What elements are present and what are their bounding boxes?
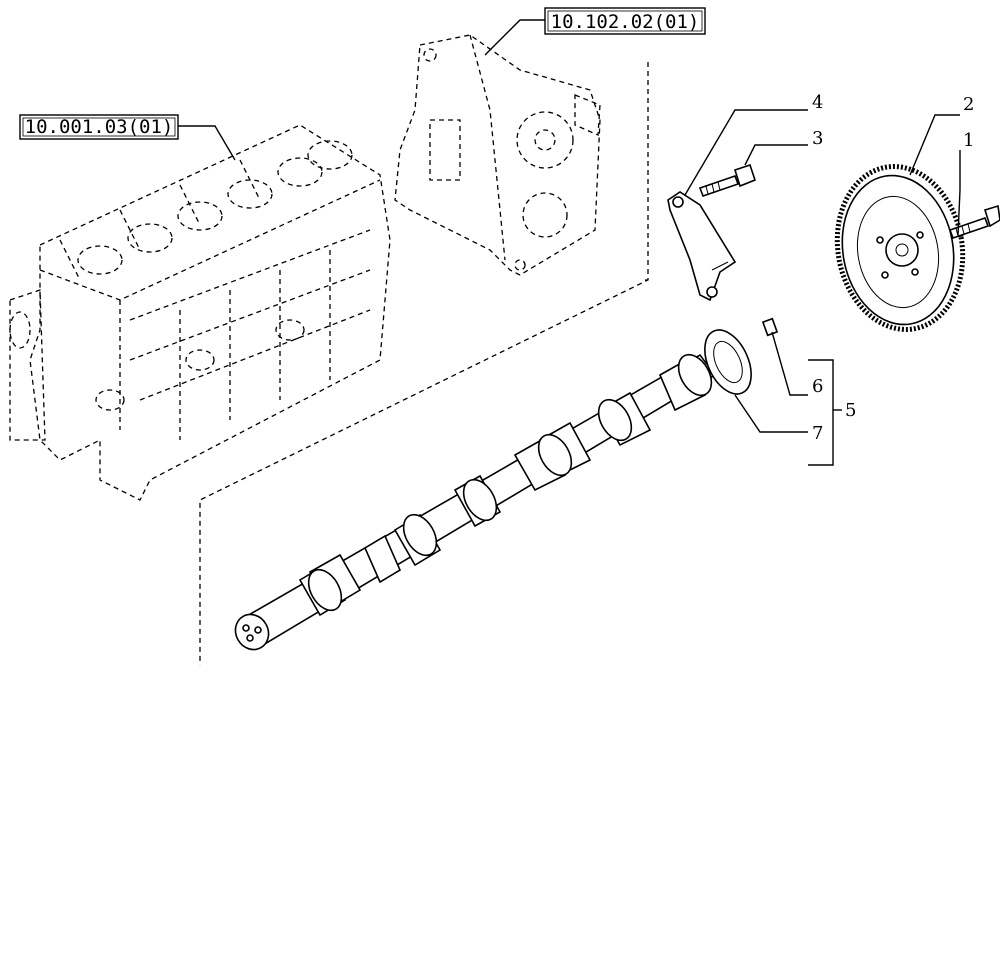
camshaft-end-face	[234, 613, 270, 651]
bolt-1-part	[948, 204, 1000, 240]
timing-cover-reference-label: 10.102.02(01)	[551, 11, 700, 33]
callout-3-leader	[744, 144, 808, 166]
callout-4-leader	[684, 109, 808, 196]
callout-6-label: 6	[812, 376, 823, 397]
camshaft-gear-part	[834, 164, 966, 332]
engine-block-reference-label: 10.001.03(01)	[25, 116, 174, 138]
callout-5-label: 5	[845, 400, 856, 421]
bolt-3-part	[698, 163, 756, 198]
callout-1-leader	[957, 150, 961, 236]
callout-2-label: 2	[963, 94, 974, 115]
engine-block-leader-line	[178, 125, 236, 161]
callout-6-leader	[771, 331, 808, 396]
callout-7-label: 7	[812, 423, 823, 444]
timing-cover-leader-line	[484, 19, 545, 56]
callout-1-label: 1	[963, 130, 974, 151]
camshaft-part	[234, 353, 717, 651]
engine-block-reference-drawing	[9, 124, 391, 501]
assembly-boundary-line	[199, 62, 649, 665]
timing-cover-reference-box[interactable]: 10.102.02(01)	[544, 7, 706, 35]
bracket-part	[667, 191, 737, 302]
callout-4-label: 4	[812, 92, 823, 113]
callout-5-bracket	[808, 359, 834, 466]
engine-block-reference-box[interactable]: 10.001.03(01)	[19, 114, 179, 140]
thrust-flange-part	[704, 329, 752, 395]
callout-7-leader	[734, 394, 808, 433]
callout-3-label: 3	[812, 128, 823, 149]
dowel-pin-part	[761, 317, 779, 337]
callout-2-leader	[909, 114, 960, 176]
timing-cover-reference-drawing	[394, 34, 601, 276]
